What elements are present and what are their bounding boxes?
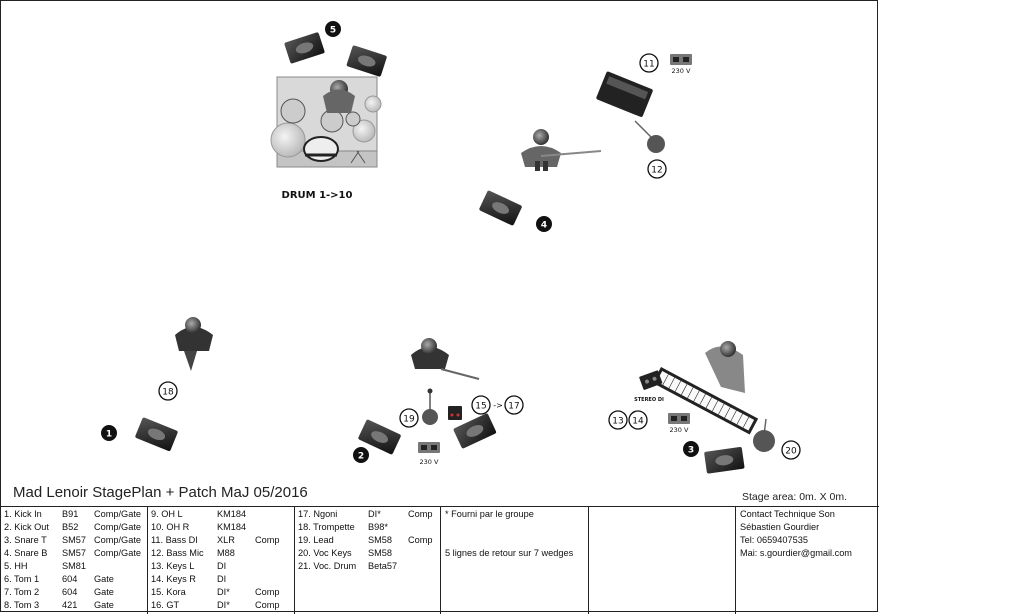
trumpet-player-icon <box>175 317 213 371</box>
power-outlet-icon <box>668 413 690 424</box>
contact-email: Mai: s.gourdier@gmail.com <box>740 548 852 558</box>
wedge-2-left <box>358 419 401 455</box>
marker-4: 4 <box>536 216 552 232</box>
svg-text:15: 15 <box>475 402 486 412</box>
drum-kit <box>270 80 382 164</box>
power-outlet-icon <box>418 442 440 453</box>
contact-name: Sébastien Gourdier <box>740 522 820 532</box>
marker-12: 12 <box>647 159 667 179</box>
power-label-bass: 230 V <box>672 67 691 75</box>
di-box-icon <box>448 406 462 420</box>
svg-text:5: 5 <box>330 26 336 36</box>
wedge-4 <box>479 190 522 226</box>
svg-text:13: 13 <box>612 417 623 427</box>
stage-diagram: DRUM 1->10 5 4 1 2 3 11 12 18 19 15 -> 1… <box>101 21 801 474</box>
notes-column: * Fourni par le groupe 5 lignes de retou… <box>441 507 589 614</box>
bass-amp-icon <box>596 71 653 117</box>
supplied-note: * Fourni par le groupe <box>445 509 534 519</box>
svg-text:17: 17 <box>508 402 519 412</box>
marker-3: 3 <box>683 441 699 457</box>
svg-text:1: 1 <box>106 430 112 440</box>
drum-label: DRUM 1->10 <box>282 190 353 201</box>
stereo-di-label: STEREO DI <box>634 397 664 403</box>
marker-5: 5 <box>325 21 341 37</box>
stage-area-label: Stage area: 0m. X 0m. <box>742 491 848 503</box>
svg-text:2: 2 <box>358 452 364 462</box>
svg-text:18: 18 <box>162 388 174 398</box>
bass-mic-icon <box>634 120 665 153</box>
marker-17: 17 <box>504 395 524 415</box>
drum-wedge-left <box>284 32 325 64</box>
marker-13: 13 <box>608 410 628 430</box>
returns-note: 5 lignes de retour sur 7 wedges <box>445 548 574 558</box>
marker-15: 15 <box>471 395 491 415</box>
svg-text:20: 20 <box>785 447 797 457</box>
marker-1: 1 <box>101 425 117 441</box>
svg-text:14: 14 <box>632 417 644 427</box>
stage-plan: DRUM 1->10 5 4 1 2 3 11 12 18 19 15 -> 1… <box>0 0 879 614</box>
svg-text:4: 4 <box>541 221 547 231</box>
wedge-3 <box>704 446 745 474</box>
contact-column: Contact Technique Son Sébastien Gourdier… <box>736 507 879 614</box>
keys-mic-icon <box>753 418 775 452</box>
marker-11: 11 <box>639 53 659 73</box>
svg-text:19: 19 <box>403 415 415 425</box>
keyboard-icon <box>652 367 759 435</box>
marker-18: 18 <box>158 381 178 401</box>
power-label-keys: 230 V <box>670 426 689 434</box>
range-arrow: -> <box>493 401 503 410</box>
lead-player-icon <box>411 338 480 380</box>
marker-14: 14 <box>628 410 648 430</box>
lead-mic-icon <box>422 388 438 425</box>
marker-19: 19 <box>399 408 419 428</box>
keys-player-icon <box>705 341 745 393</box>
stereo-di-icon <box>639 370 663 390</box>
wedge-2-right <box>453 413 497 449</box>
power-outlet-icon <box>670 54 692 65</box>
wedge-1 <box>135 417 178 452</box>
contact-heading: Contact Technique Son <box>740 509 835 519</box>
svg-text:3: 3 <box>688 446 694 456</box>
page-title: Mad Lenoir StagePlan + Patch MaJ 05/2016 <box>13 484 308 501</box>
drum-wedge-right <box>346 45 387 77</box>
bass-player-icon <box>521 129 602 171</box>
marker-2: 2 <box>353 447 369 463</box>
marker-20: 20 <box>781 440 801 460</box>
power-label-lead: 230 V <box>420 458 439 466</box>
contact-phone: Tel: 0659407535 <box>740 535 808 545</box>
empty-column <box>589 507 736 614</box>
svg-text:11: 11 <box>643 60 654 70</box>
svg-text:12: 12 <box>651 166 662 176</box>
